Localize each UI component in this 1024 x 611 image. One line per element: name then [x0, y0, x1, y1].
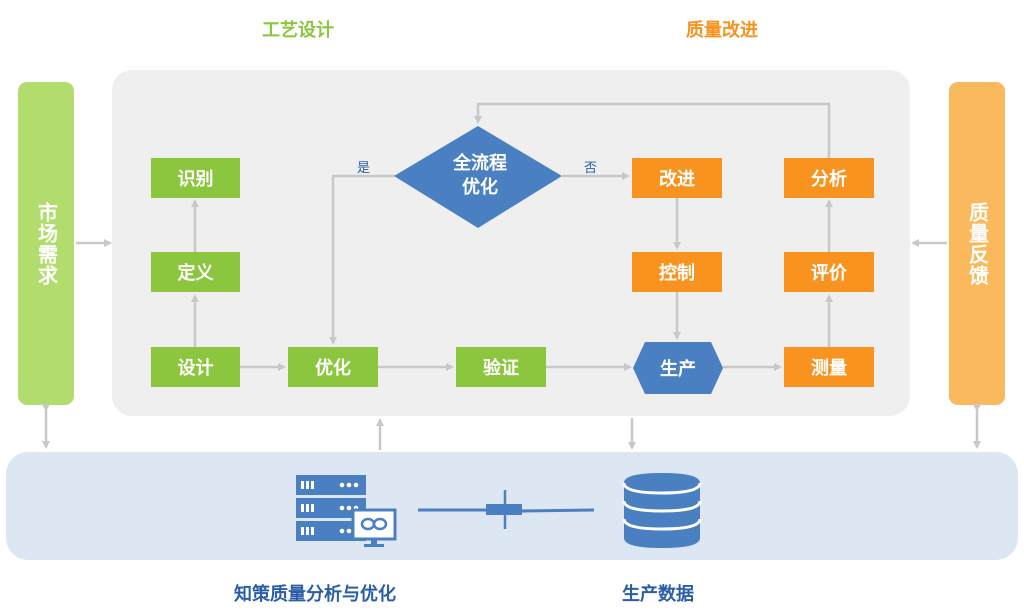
- full-process-optimization-label: 全流程 优化: [420, 146, 540, 206]
- quality-feedback-label: 质量反馈: [965, 201, 990, 286]
- node-verify: 验证: [456, 347, 546, 387]
- node-measure: 测量: [784, 347, 874, 387]
- production-data-label: 生产数据: [622, 584, 694, 605]
- production-label: 生产: [660, 359, 696, 380]
- node-define: 定义: [151, 252, 240, 292]
- database-icon: [622, 473, 702, 548]
- node-analyze: 分析: [784, 158, 874, 198]
- section-title-quality-improvement: 质量改进: [686, 20, 758, 41]
- market-demand-bar: 市场需求: [18, 82, 74, 405]
- node-identify: 识别: [151, 158, 240, 198]
- production-hexagon: [633, 342, 723, 394]
- full-process-line1: 全流程: [453, 153, 507, 174]
- branch-yes-label: 是: [357, 161, 371, 176]
- node-evaluate: 评价: [784, 252, 874, 292]
- node-optimize: 优化: [288, 347, 378, 387]
- arrow-analyze-to-full-process: [474, 102, 831, 158]
- quality-feedback-bar: 质量反馈: [949, 82, 1005, 405]
- infinity-icon: [360, 517, 388, 531]
- node-design: 设计: [151, 347, 240, 387]
- arrow-yes-to-optimize: [329, 174, 395, 345]
- node-improve: 改进: [632, 158, 722, 198]
- market-demand-label: 市场需求: [34, 201, 59, 286]
- node-control: 控制: [632, 252, 722, 292]
- full-process-optimization-diamond: [394, 126, 562, 228]
- connector-icon: [418, 490, 595, 529]
- section-title-process-design: 工艺设计: [262, 20, 334, 41]
- server-icon: [296, 475, 397, 547]
- full-process-line2: 优化: [462, 177, 498, 198]
- quality-analysis-label: 知策质量分析与优化: [234, 584, 396, 605]
- branch-no-label: 否: [584, 161, 598, 176]
